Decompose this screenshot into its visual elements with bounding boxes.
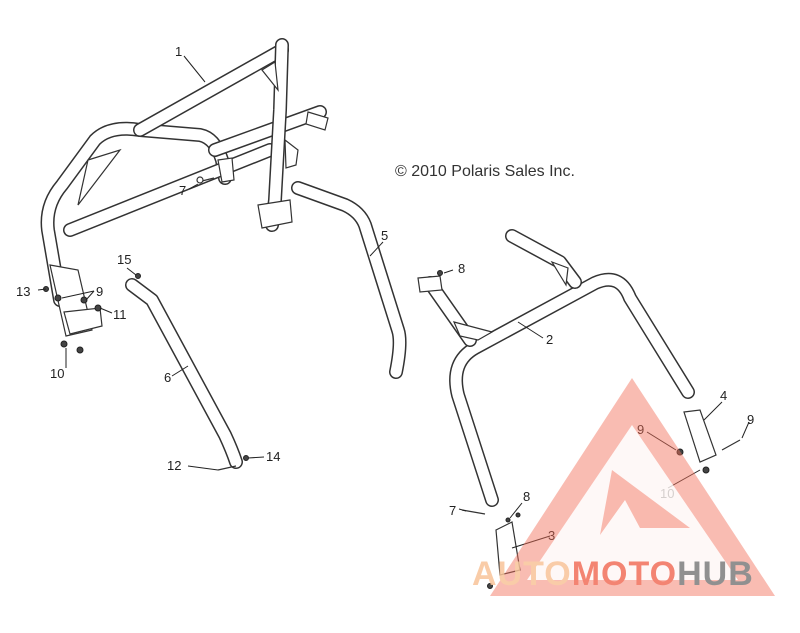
- part-2-rear-cage: [417, 229, 695, 507]
- callout-2: 2: [546, 332, 553, 347]
- callout-1: 1: [175, 44, 182, 59]
- callout-5: 5: [381, 228, 388, 243]
- automotohub-watermark: AUTOMOTOHUB: [472, 378, 775, 596]
- leader-lines: [37, 55, 750, 549]
- callout-12: 12: [167, 458, 181, 473]
- callout-11: 11: [113, 307, 127, 322]
- callout-labels: 1 2 3 4 5 6 7 7 8 8 9 9 9 10 10 11 12 13…: [16, 44, 754, 543]
- callout-9-right-outer: 9: [747, 412, 754, 427]
- callout-7-upper: 7: [179, 183, 186, 198]
- callout-10-left: 10: [50, 366, 64, 381]
- callout-8-lower: 8: [523, 489, 530, 504]
- part-1-front-cage: [40, 38, 329, 337]
- callout-9-right-inner: 9: [637, 422, 644, 437]
- hardware: [43, 176, 741, 589]
- part-5-side-tube: [291, 181, 407, 379]
- callout-15: 15: [117, 252, 131, 267]
- callout-8-upper: 8: [458, 261, 465, 276]
- callout-13: 13: [16, 284, 30, 299]
- callout-14: 14: [266, 449, 280, 464]
- watermark-text: AUTOMOTOHUB: [472, 555, 754, 593]
- callout-9-left: 9: [96, 284, 103, 299]
- callout-6: 6: [164, 370, 171, 385]
- part-6-lower-tube: [125, 278, 243, 469]
- callout-7-lower: 7: [449, 503, 456, 518]
- copyright-text: © 2010 Polaris Sales Inc.: [395, 163, 575, 180]
- callout-4: 4: [720, 388, 727, 403]
- callout-3: 3: [548, 528, 555, 543]
